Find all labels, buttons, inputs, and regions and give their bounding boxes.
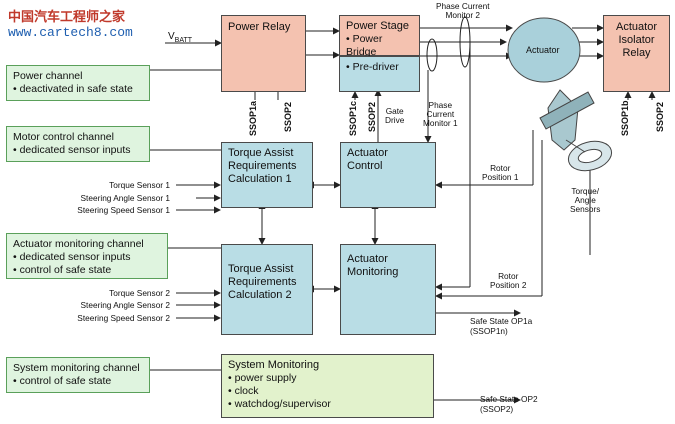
- sysmon-title: System Monitoring: [228, 359, 320, 371]
- isolator-line-2: Isolator: [618, 34, 655, 46]
- rotor-position-2-label: Rotor Position 2: [490, 272, 526, 290]
- ssop1c-label: SSOP1c: [348, 100, 358, 136]
- actuator-shape: [507, 17, 581, 83]
- power-stage-block: Power Stage • Power Bridge: [339, 15, 420, 58]
- sensor-1-speed: Steering Speed Sensor 1: [77, 205, 170, 215]
- note-actmon-line-2: • dedicated sensor inputs: [13, 251, 131, 263]
- predriver-block: • Pre-driver: [339, 56, 420, 92]
- act-mon-line-2: Monitoring: [347, 266, 399, 278]
- torque-calc-1-block: Torque Assist Requirements Calculation 1: [221, 142, 313, 208]
- rotor2-line-2: Position 2: [490, 280, 527, 290]
- vbatt-v: V: [168, 31, 175, 42]
- gate-line-2: Drive: [385, 115, 405, 125]
- safe1-line-2: (SSOP1n): [470, 326, 508, 336]
- torque2-line-1: Torque Assist: [228, 263, 294, 275]
- rotor1-line-1: Rotor: [490, 163, 511, 173]
- rotor2-line-1: Rotor: [498, 271, 519, 281]
- gate-line-1: Gate: [385, 106, 404, 116]
- ssop1a-label: SSOP1a: [248, 100, 258, 136]
- safe1-line-1: Safe State OP1a: [470, 316, 533, 326]
- note-motor-line-1: Motor control channel: [13, 131, 114, 143]
- power-stage-title: Power Stage: [346, 20, 409, 32]
- torque-angle-sensors-label: Torque/ Angle Sensors: [570, 187, 600, 214]
- note-actmon-line-1: Actuator monitoring channel: [13, 238, 144, 250]
- note-actmon-line-3: • control of safe state: [13, 264, 112, 276]
- phase2-line-2: Monitor 2: [445, 10, 481, 20]
- note-power-line-1: Power channel: [13, 70, 83, 82]
- power-relay-label: Power Relay: [228, 21, 291, 33]
- safe2-line-2: (SSOP2): [480, 404, 514, 414]
- torque1-line-1: Torque Assist: [228, 147, 294, 159]
- act-control-line-1: Actuator: [347, 147, 388, 159]
- sensor-2-angle: Steering Angle Sensor 2: [80, 300, 170, 310]
- ssop2-stage-label: SSOP2: [367, 101, 377, 132]
- ssop2-isolator-label: SSOP2: [655, 101, 665, 132]
- safe2-line-1: Safe State OP2: [480, 394, 538, 404]
- sensor-1-angle: Steering Angle Sensor 1: [80, 193, 170, 203]
- ssop2-relay-label: SSOP2: [283, 101, 293, 132]
- torque2-line-3: Calculation 2: [228, 289, 292, 301]
- power-stage-bullet: • Power Bridge: [346, 33, 383, 58]
- sysmon-item-3: • watchdog/supervisor: [228, 398, 331, 410]
- vbatt-sub: BATT: [174, 37, 193, 44]
- note-sysmon-line-1: System monitoring channel: [13, 362, 140, 374]
- watermark-chinese: 中国汽车工程师之家: [8, 9, 126, 24]
- ta-line-1: Torque/: [571, 186, 600, 196]
- note-motor-channel: Motor control channel • dedicated sensor…: [6, 126, 150, 162]
- act-control-line-2: Control: [347, 160, 383, 172]
- sensor-1-torque: Torque Sensor 1: [109, 180, 170, 190]
- act-mon-line-1: Actuator: [347, 253, 388, 265]
- phase1-line-1: Phase: [428, 100, 453, 110]
- phase2-line-1: Phase Current: [436, 1, 490, 11]
- watermark-url: www.cartech8.com: [8, 25, 133, 40]
- note-power-line-2: • deactivated in safe state: [13, 83, 133, 95]
- safe-state-op1a-label: Safe State OP1a (SSOP1n): [470, 316, 532, 336]
- isolator-line-3: Relay: [622, 47, 651, 59]
- actuator-monitoring-block: Actuator Monitoring: [340, 244, 436, 335]
- ta-line-2: Angle: [574, 195, 596, 205]
- isolator-relay-block: Actuator Isolator Relay: [603, 15, 670, 92]
- torque-calc-2-block: Torque Assist Requirements Calculation 2: [221, 244, 313, 335]
- safe-state-op2-label: Safe State OP2 (SSOP2): [480, 394, 538, 414]
- rotor1-line-2: Position 1: [482, 172, 519, 182]
- isolator-line-1: Actuator: [616, 21, 657, 33]
- rotor-position-1-label: Rotor Position 1: [482, 164, 518, 182]
- note-actuator-monitoring-channel: Actuator monitoring channel • dedicated …: [6, 233, 168, 279]
- sysmon-item-1: • power supply: [228, 372, 297, 384]
- sensor-2-torque: Torque Sensor 2: [109, 288, 170, 298]
- power-relay-block: Power Relay: [221, 15, 306, 92]
- phase1-line-3: Monitor 1: [423, 118, 458, 128]
- sensor-2-speed: Steering Speed Sensor 2: [77, 313, 170, 323]
- torque1-line-2: Requirements: [228, 160, 297, 172]
- sysmon-item-2: • clock: [228, 385, 259, 397]
- gate-drive-label: Gate Drive: [385, 107, 404, 125]
- note-power-channel: Power channel • deactivated in safe stat…: [6, 65, 150, 101]
- actuator-label: Actuator: [526, 45, 560, 55]
- predriver-label: • Pre-driver: [346, 61, 399, 73]
- note-motor-line-2: • dedicated sensor inputs: [13, 144, 131, 156]
- note-system-monitoring-channel: System monitoring channel • control of s…: [6, 357, 150, 393]
- phase-current-monitor-2-label: Phase Current Monitor 2: [436, 2, 490, 20]
- actuator-control-block: Actuator Control: [340, 142, 436, 208]
- note-sysmon-line-2: • control of safe state: [13, 375, 112, 387]
- phase1-line-2: Current: [426, 109, 455, 119]
- system-monitoring-block: System Monitoring • power supply • clock…: [221, 354, 434, 418]
- vbatt-label: VBATT: [168, 31, 192, 44]
- ssop1b-label: SSOP1b: [620, 100, 630, 136]
- ta-line-3: Sensors: [570, 204, 601, 214]
- steering-wheel-icon: [539, 89, 613, 172]
- torque1-line-3: Calculation 1: [228, 173, 292, 185]
- torque2-line-2: Requirements: [228, 276, 297, 288]
- phase-current-monitor-1-label: Phase Current Monitor 1: [423, 101, 458, 128]
